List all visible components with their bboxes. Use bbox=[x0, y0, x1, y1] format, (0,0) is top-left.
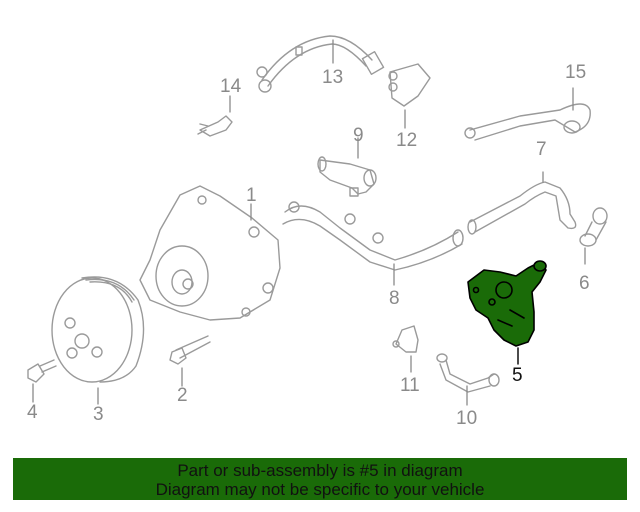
callout-2[interactable]: 2 bbox=[177, 385, 188, 406]
pulley-part-3 bbox=[51, 276, 145, 383]
footer-line-disclaimer: Diagram may not be specific to your vehi… bbox=[155, 480, 485, 499]
callout-5[interactable]: 5 bbox=[512, 365, 523, 386]
connector-part-12 bbox=[388, 63, 431, 107]
callout-13[interactable]: 13 bbox=[322, 67, 344, 88]
water-pump-part-1 bbox=[139, 185, 281, 321]
bracket-pipe-part-10 bbox=[436, 353, 500, 393]
harness-part-13 bbox=[256, 35, 385, 93]
callout-10[interactable]: 10 bbox=[456, 408, 478, 429]
callout-1[interactable]: 1 bbox=[246, 185, 257, 206]
callout-14[interactable]: 14 bbox=[220, 76, 242, 97]
callout-3[interactable]: 3 bbox=[93, 404, 104, 425]
pipe-part-8 bbox=[282, 201, 464, 271]
leader-arrows bbox=[32, 39, 586, 406]
housing-part-9 bbox=[317, 156, 377, 197]
hose-part-15 bbox=[464, 103, 591, 141]
callout-12[interactable]: 12 bbox=[396, 130, 418, 151]
callout-11[interactable]: 11 bbox=[400, 375, 420, 396]
bolt-part-2 bbox=[169, 335, 211, 365]
callout-15[interactable]: 15 bbox=[565, 62, 587, 83]
elbow-part-6 bbox=[579, 207, 608, 247]
diagram-drawing bbox=[27, 35, 608, 406]
callout-8[interactable]: 8 bbox=[389, 288, 400, 309]
footer-banner: Part or sub-assembly is #5 in diagram Di… bbox=[13, 458, 627, 500]
footer-line-part-info: Part or sub-assembly is #5 in diagram bbox=[177, 461, 463, 480]
sensor-part-14 bbox=[197, 115, 233, 137]
callout-4[interactable]: 4 bbox=[27, 402, 38, 423]
parts-diagram: 1 2 3 4 5 6 7 8 9 10 11 12 13 14 15 bbox=[27, 35, 608, 429]
tube-part-7 bbox=[467, 181, 577, 235]
callout-6[interactable]: 6 bbox=[579, 273, 590, 294]
fitting-part-11 bbox=[392, 325, 419, 353]
thermostat-housing-part-5 bbox=[467, 260, 547, 347]
bolt-part-4 bbox=[27, 359, 57, 383]
callout-7[interactable]: 7 bbox=[536, 139, 547, 160]
callout-9[interactable]: 9 bbox=[353, 125, 364, 146]
